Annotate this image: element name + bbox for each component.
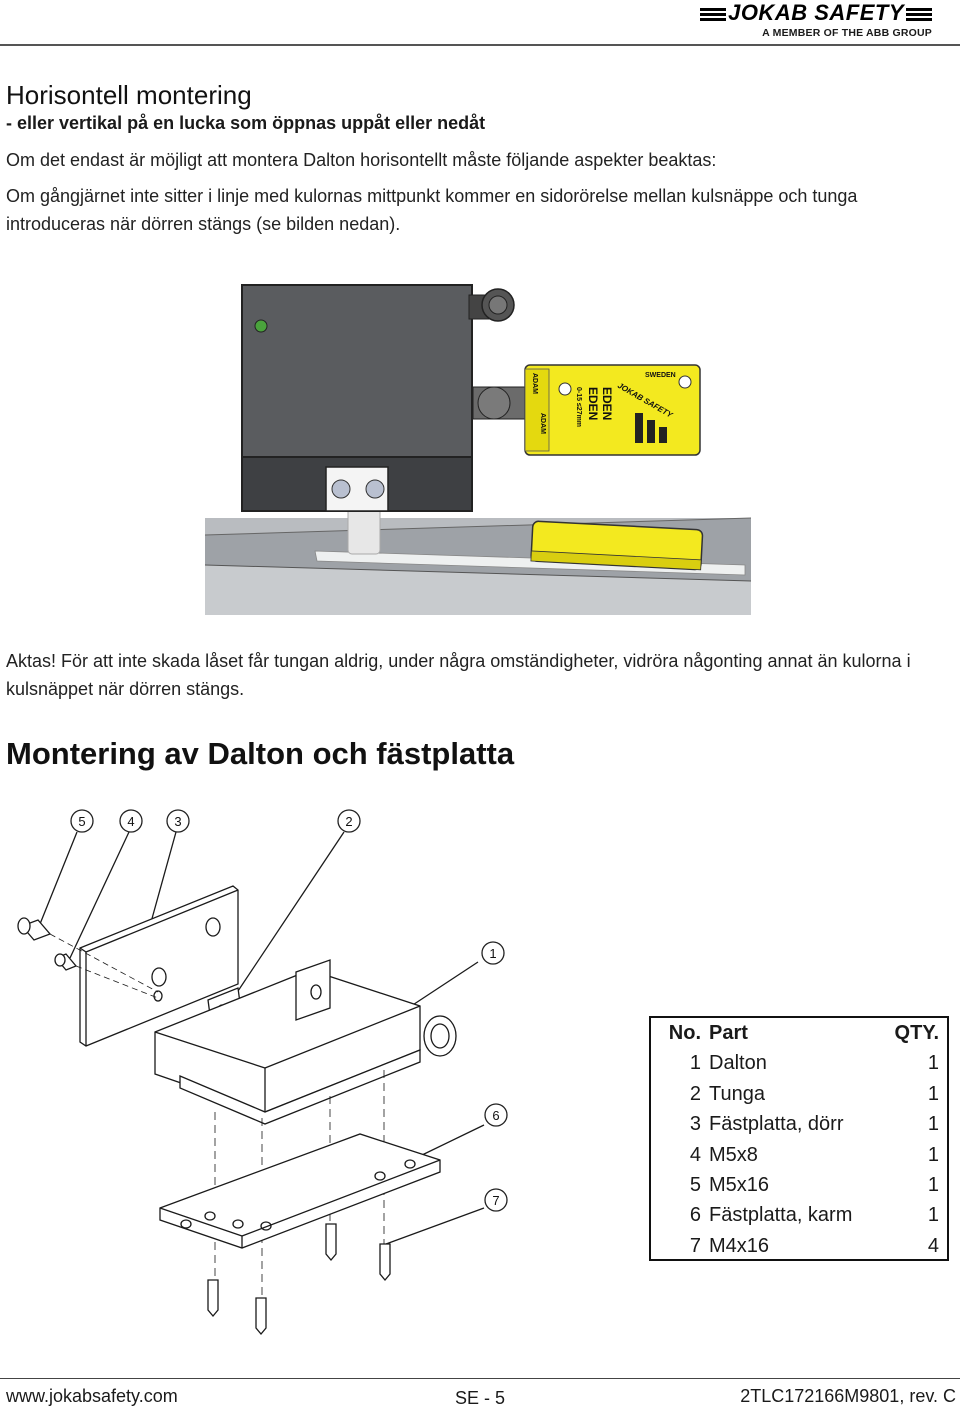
sensor-adam-a: ADAM bbox=[531, 373, 538, 394]
callout-4: 4 bbox=[119, 809, 143, 833]
assembly-drawing: 5 4 3 2 1 6 7 bbox=[17, 809, 508, 1336]
document-number: 2TLC172166M9801, rev. C bbox=[740, 1386, 956, 1406]
sensor-origin: SWEDEN bbox=[645, 372, 676, 379]
footer-divider bbox=[0, 1378, 960, 1379]
callout-3: 3 bbox=[166, 809, 190, 833]
sensor-model-b: EDEN bbox=[586, 387, 600, 420]
header-qty: QTY. bbox=[894, 1021, 939, 1044]
parts-table-header: No. Part QTY. bbox=[651, 1018, 947, 1048]
status-led-icon bbox=[254, 319, 268, 333]
dalton-body bbox=[241, 284, 473, 458]
callout-2: 2 bbox=[337, 809, 361, 833]
sensor-range: 0-15 ≤27mm bbox=[575, 387, 582, 427]
svg-text:7: 7 bbox=[492, 1193, 499, 1208]
ball-right bbox=[365, 479, 385, 499]
paragraph-intro: Om det endast är möjligt att montera Dal… bbox=[6, 150, 717, 170]
ball-left bbox=[331, 479, 351, 499]
svg-text:1: 1 bbox=[489, 946, 496, 961]
footer-url[interactable]: www.jokabsafety.com bbox=[6, 1386, 178, 1406]
callout-1: 1 bbox=[481, 941, 505, 965]
page-subtitle: - eller vertikal på en lucka som öppnas … bbox=[6, 113, 486, 133]
brand-name: JOKAB SAFETY bbox=[728, 0, 904, 25]
svg-text:6: 6 bbox=[492, 1108, 499, 1123]
header-part: Part bbox=[709, 1021, 748, 1044]
brand-tagline: A MEMBER OF THE ABB GROUP bbox=[762, 27, 932, 39]
page-title: Horisontell montering bbox=[6, 80, 252, 110]
header-divider bbox=[0, 44, 960, 46]
sensor-stripes-icon bbox=[635, 413, 667, 443]
tongue bbox=[347, 507, 381, 555]
mounting-photo: SWEDEN JOKAB SAFETY EDEN EDEN 0-15 ≤27mm… bbox=[205, 284, 751, 615]
callout-6: 6 bbox=[484, 1103, 508, 1127]
sensor-model-a: EDEN bbox=[600, 387, 614, 420]
svg-text:5: 5 bbox=[78, 814, 85, 829]
svg-text:4: 4 bbox=[127, 814, 134, 829]
section-title: Montering av Dalton och fästplatta bbox=[6, 736, 515, 771]
eden-sensor: SWEDEN JOKAB SAFETY EDEN EDEN 0-15 ≤27mm… bbox=[524, 364, 701, 456]
svg-text:2: 2 bbox=[345, 814, 352, 829]
eden-target bbox=[530, 520, 704, 571]
header-no: No. bbox=[668, 1021, 701, 1044]
paragraph-warning: Aktas! För att inte skada låset får tung… bbox=[6, 651, 911, 699]
callout-7: 7 bbox=[484, 1188, 508, 1212]
page-number: SE - 5 bbox=[455, 1388, 506, 1408]
svg-text:3: 3 bbox=[174, 814, 181, 829]
jokab-logo: JOKAB SAFETY A MEMBER OF THE ABB GROUP bbox=[700, 2, 932, 39]
sensor-adam-b: ADAM bbox=[539, 413, 546, 434]
paragraph-hinge: Om gångjärnet inte sitter i linje med ku… bbox=[6, 186, 858, 234]
callout-5: 5 bbox=[70, 809, 94, 833]
